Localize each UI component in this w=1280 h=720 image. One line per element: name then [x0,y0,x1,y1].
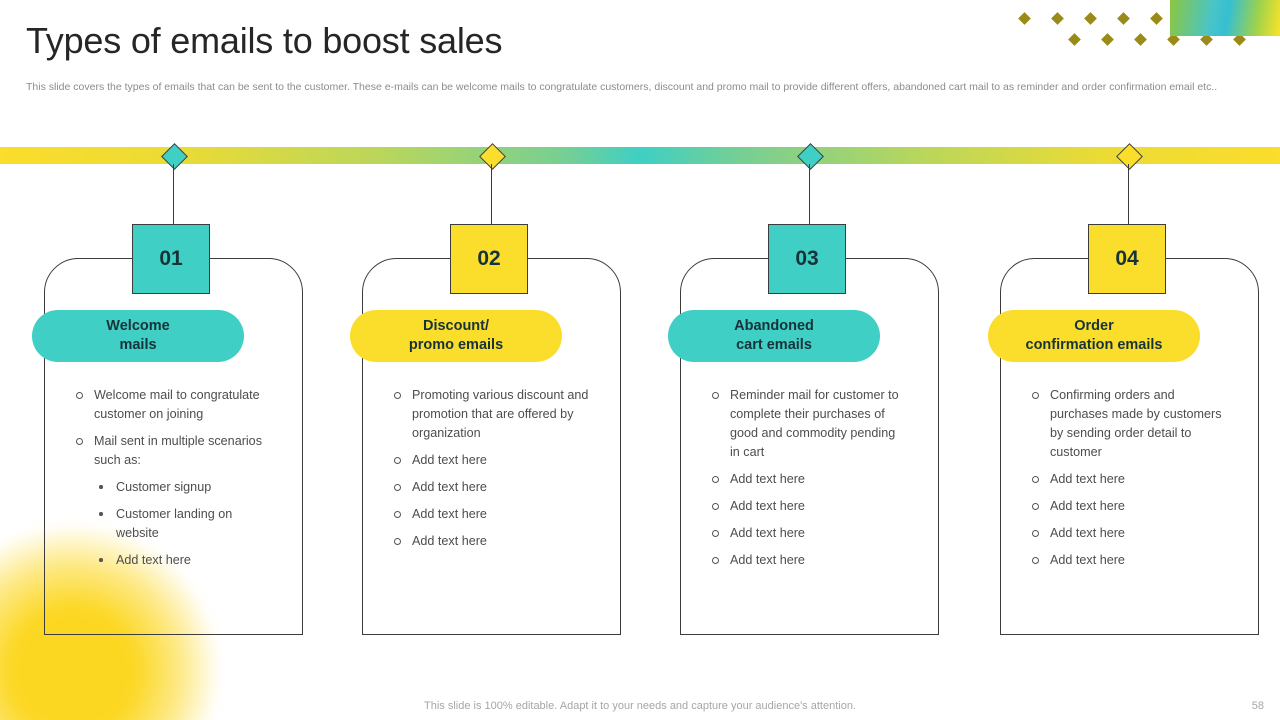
bullet-item: Add text here [1028,497,1228,516]
card-title-line1: Order [1074,318,1114,334]
page-title: Types of emails to boost sales [26,20,503,61]
bullet-item: Confirming orders and purchases made by … [1028,386,1228,462]
card-bullet-list: Promoting various discount and promotion… [390,386,590,559]
card-number-label: 04 [1115,247,1139,270]
card-title-line2: promo emails [408,337,504,353]
card-title-line1: Abandoned [734,318,814,334]
footer-note: This slide is 100% editable. Adapt it to… [424,700,856,712]
card-number-label: 01 [159,247,183,270]
card-outline [1000,258,1259,635]
bullet-subitem: Customer signup [94,478,272,497]
decorative-dot [1150,12,1163,25]
card-outline [44,258,303,635]
bullet-item: Add text here [708,470,908,489]
card-outline [362,258,621,635]
card-number-badge: 04 [1088,224,1166,294]
bullet-item: Add text here [390,478,590,497]
decorative-gradient-block [1170,0,1280,36]
timeline-stem-2 [491,164,492,224]
timeline-bar [0,147,1280,164]
bullet-item: Add text here [390,532,590,551]
page-subtitle: This slide covers the types of emails th… [26,81,1218,93]
card-title-line2: cart emails [736,337,812,353]
bullet-item: Add text here [1028,551,1228,570]
bullet-item: Add text here [390,505,590,524]
bullet-item: Mail sent in multiple scenarios such as: [72,432,272,470]
bullet-item: Add text here [708,524,908,543]
card-number-label: 02 [477,247,501,270]
card-title-line2: mails [119,337,157,353]
card-bullet-list: Reminder mail for customer to complete t… [708,386,908,578]
bullet-item: Add text here [708,497,908,516]
card-title-pill[interactable]: Welcome mails [32,310,244,362]
card-outline [680,258,939,635]
page-number: 58 [1251,700,1264,712]
card-bullet-list: Welcome mail to congratulate customer on… [72,386,272,578]
decorative-dot [1068,33,1081,46]
bullet-subitem: Add text here [94,551,272,570]
timeline-stem-1 [173,164,174,224]
card-title-line1: Discount/ [422,318,490,334]
card-number-badge: 01 [132,224,210,294]
card-title-pill[interactable]: Order confirmation emails [988,310,1200,362]
card-bullet-list: Confirming orders and purchases made by … [1028,386,1228,578]
decorative-dot [1101,33,1114,46]
bullet-item: Add text here [1028,524,1228,543]
bullet-item: Welcome mail to congratulate customer on… [72,386,272,424]
bullet-item: Reminder mail for customer to complete t… [708,386,908,462]
bullet-item: Add text here [708,551,908,570]
bullet-item: Add text here [390,451,590,470]
card-title-pill[interactable]: Abandoned cart emails [668,310,880,362]
timeline-stem-3 [809,164,810,224]
bullet-item: Add text here [1028,470,1228,489]
card-number-badge: 03 [768,224,846,294]
card-number-label: 03 [795,247,819,270]
card-number-badge: 02 [450,224,528,294]
bullet-item: Promoting various discount and promotion… [390,386,590,443]
card-title-pill[interactable]: Discount/promo emails [350,310,562,362]
decorative-dot [1051,12,1064,25]
decorative-dot [1117,12,1130,25]
bullet-subitem: Customer landing on website [94,505,272,543]
decorative-dot [1018,12,1031,25]
card-title-line1: Welcome [106,318,170,334]
decorative-dot [1134,33,1147,46]
decorative-dot [1084,12,1097,25]
timeline-stem-4 [1128,164,1129,224]
card-title-line2: confirmation emails [1025,337,1163,353]
